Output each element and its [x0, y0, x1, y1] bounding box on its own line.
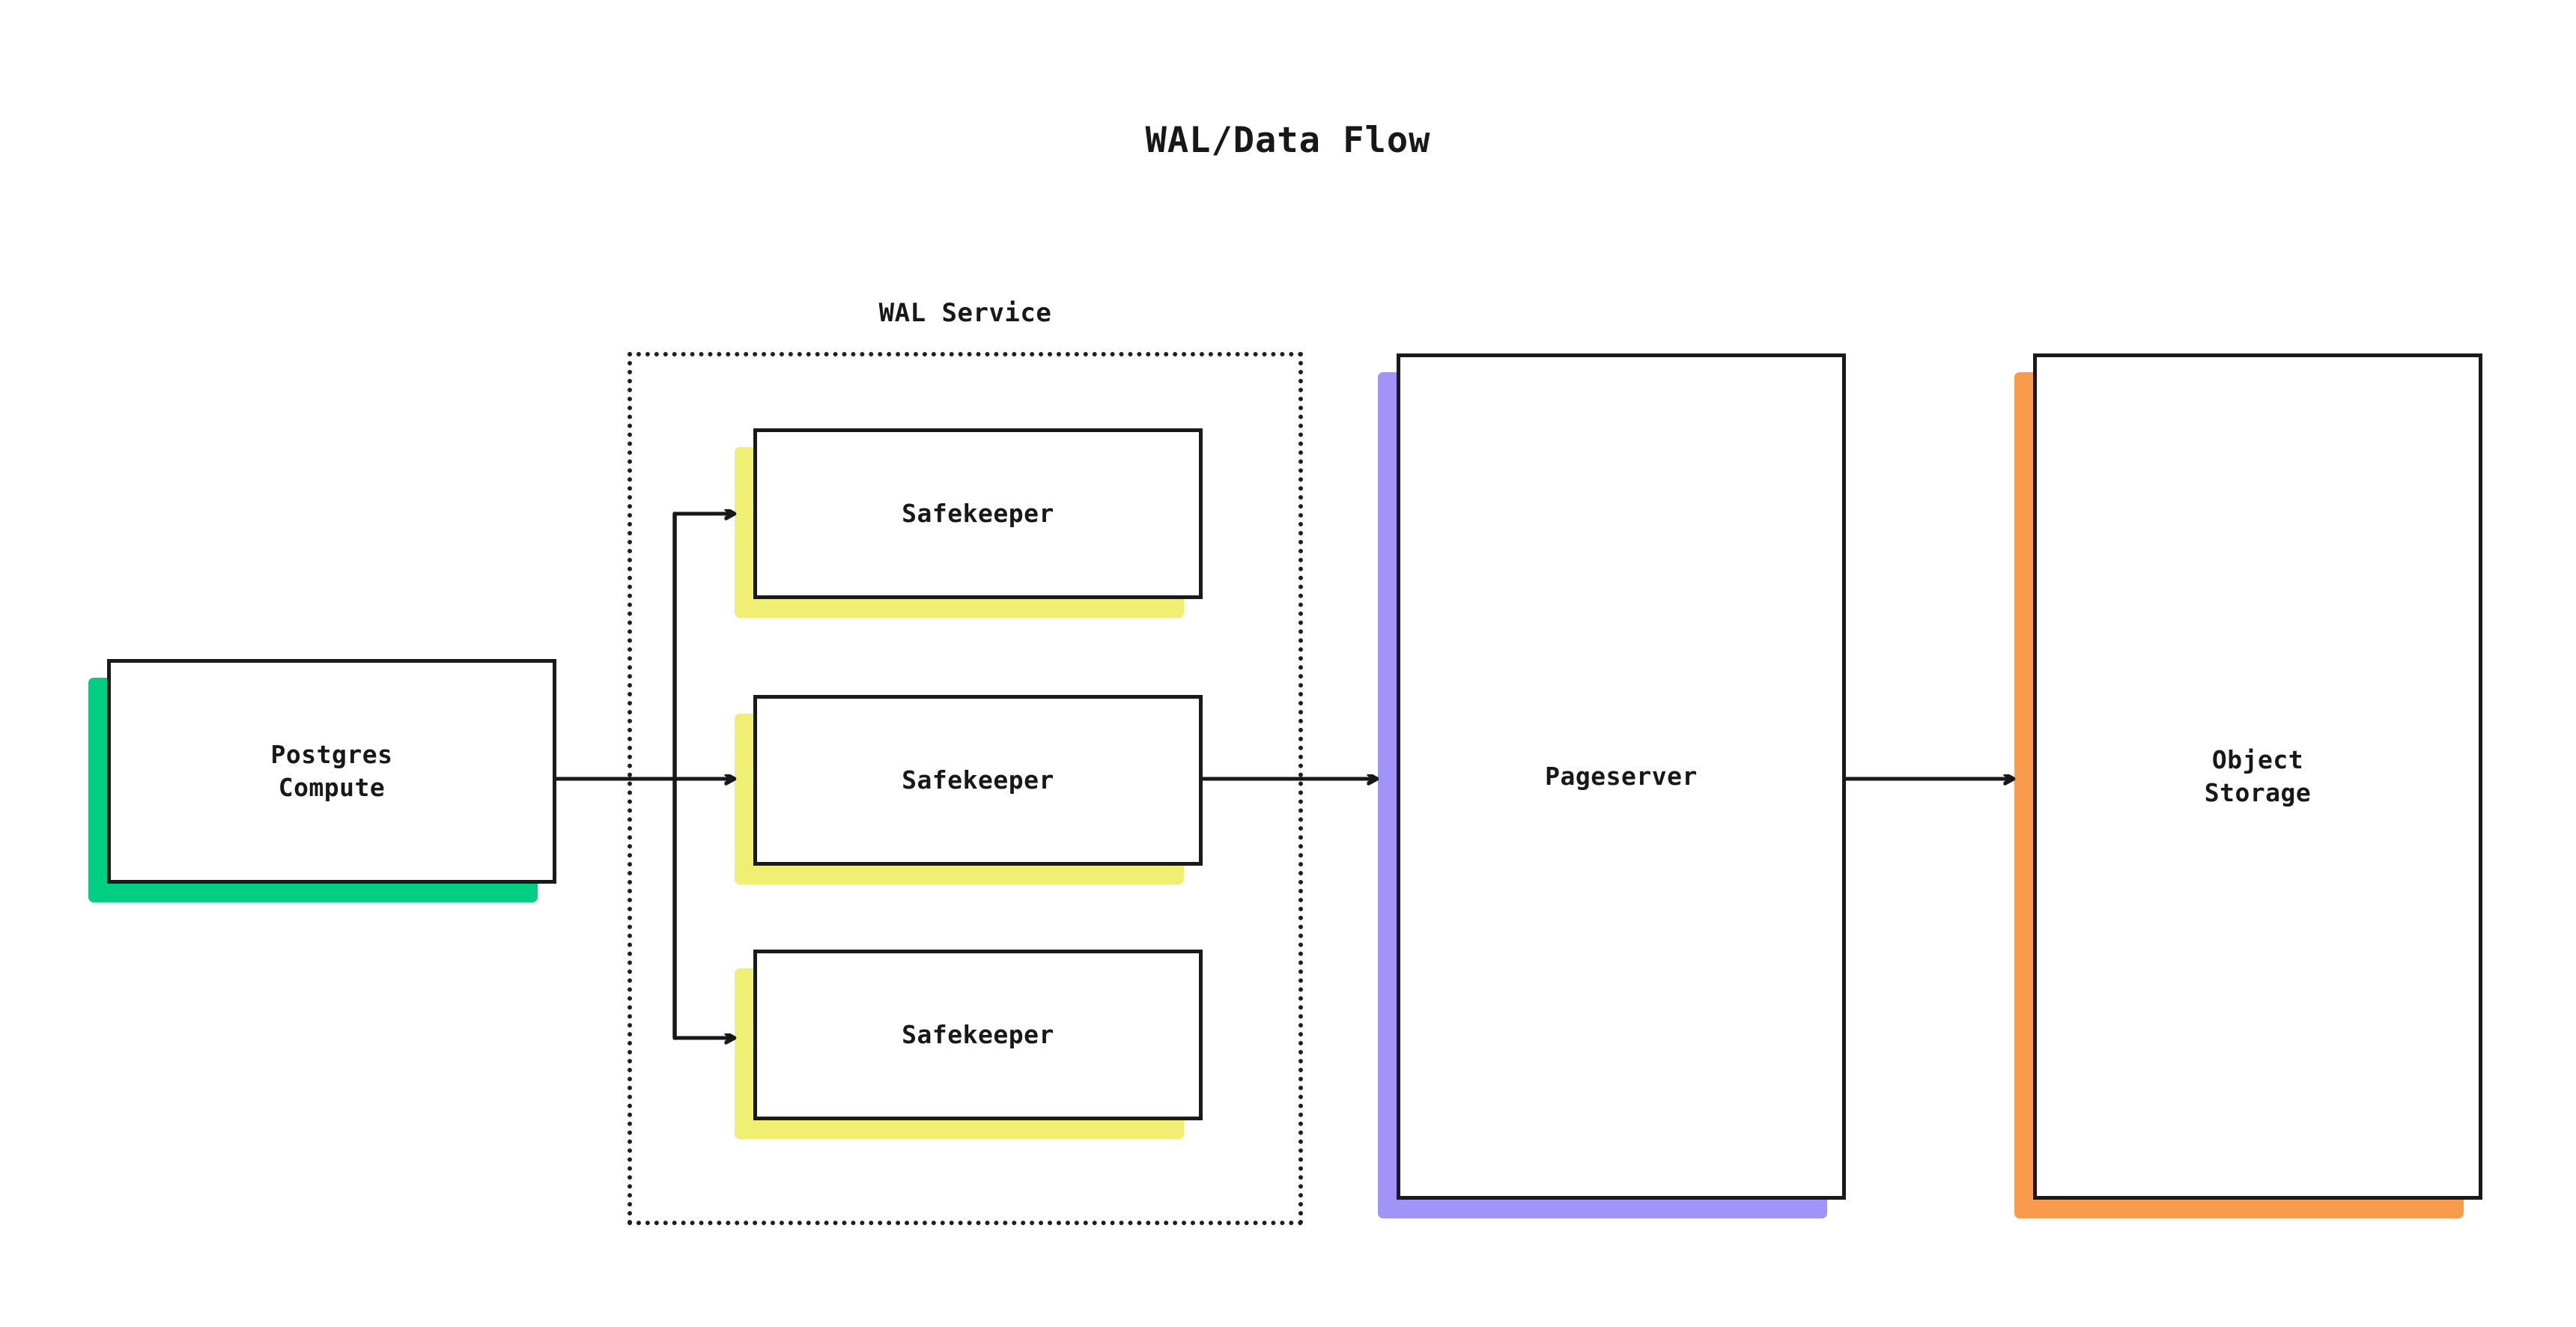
node-body-pageserver[interactable]: Pageserver: [1397, 353, 1846, 1200]
node-label-safekeeper-3: Safekeeper: [902, 1020, 1054, 1050]
group-label-wal-service: WAL Service: [878, 298, 1052, 328]
page-title: WAL/Data Flow: [1145, 120, 1431, 161]
group-box-wal-service: [628, 352, 1303, 1225]
node-body-safekeeper-3[interactable]: Safekeeper: [753, 950, 1203, 1120]
node-body-object-storage[interactable]: Object Storage: [2033, 353, 2482, 1200]
node-label-safekeeper-2: Safekeeper: [902, 765, 1054, 795]
node-label-postgres-compute: Postgres Compute: [270, 740, 393, 802]
node-body-safekeeper-2[interactable]: Safekeeper: [753, 695, 1203, 866]
node-body-safekeeper-1[interactable]: Safekeeper: [753, 428, 1203, 599]
node-label-object-storage: Object Storage: [2204, 745, 2312, 807]
node-label-pageserver: Pageserver: [1545, 762, 1698, 792]
node-body-postgres-compute[interactable]: Postgres Compute: [107, 659, 556, 884]
node-label-safekeeper-1: Safekeeper: [902, 499, 1054, 529]
